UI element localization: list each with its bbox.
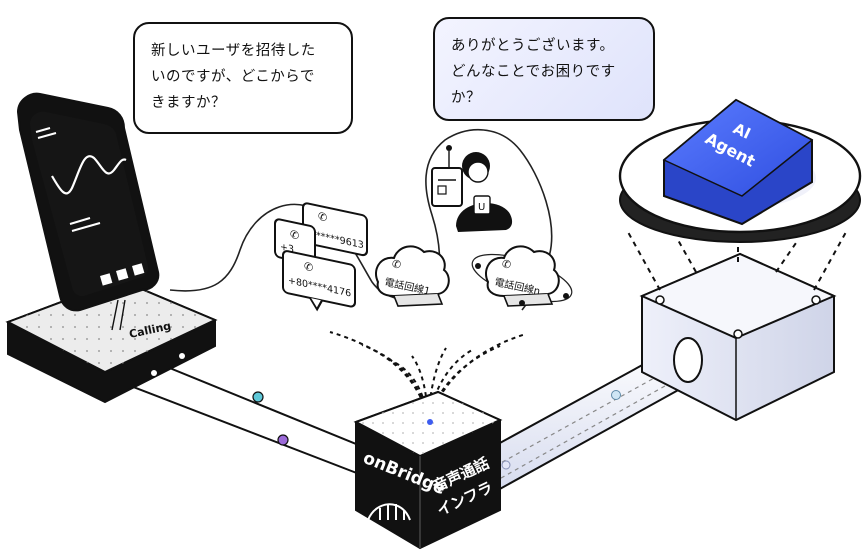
svg-text:✆: ✆ <box>392 258 401 271</box>
operator-illustration: U <box>431 145 513 232</box>
agent-speech-bubble: ありがとうございます。 どんなことでお困りです か？ <box>433 17 655 121</box>
ai-label: AI <box>730 119 753 143</box>
svg-text:✆: ✆ <box>304 260 313 275</box>
phone-base: Calling <box>5 278 218 404</box>
operator-badge: U <box>478 202 485 213</box>
user-message-line-3: きますか？ <box>151 95 226 111</box>
smartphone <box>16 92 160 312</box>
phone-number-cards: +*****9613 ✆ +3 ✆ +80****4176 ✆ <box>274 202 368 312</box>
ai-agent-station: AI Agent <box>618 98 862 422</box>
phone-line-cloud-n: ✆ 電話回線n <box>471 245 573 307</box>
purple-signal-dot <box>277 434 289 446</box>
onbridge-hub: onBridge 音声通話 インフラ <box>353 390 503 550</box>
agent-message-line-1: ありがとうございます。 <box>451 38 615 54</box>
tube-signal-dot <box>611 390 621 400</box>
svg-text:✆: ✆ <box>502 258 511 271</box>
svg-text:✆: ✆ <box>290 228 299 243</box>
user-speech-bubble: 新しいユーザを招待した いのですが、どこからで きますか？ <box>133 22 353 134</box>
user-message-line-1: 新しいユーザを招待した <box>151 43 316 59</box>
phone-line-cloud-1: ✆ 電話回線1 <box>375 245 450 307</box>
teal-signal-dot <box>252 391 264 403</box>
user-message-line-2: いのですが、どこからで <box>151 69 315 85</box>
agent-message-line-3: か？ <box>451 90 481 106</box>
agent-message-line-2: どんなことでお困りです <box>451 64 616 80</box>
svg-text:✆: ✆ <box>318 210 327 225</box>
